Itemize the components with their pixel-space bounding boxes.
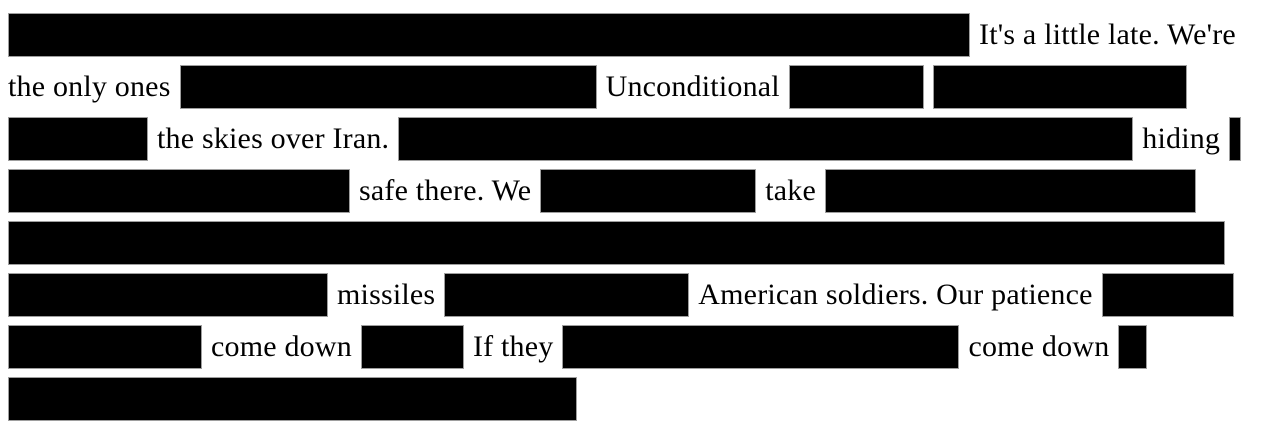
redaction-bar[interactable] [540, 169, 757, 213]
poem-text: come down [968, 330, 1110, 363]
redaction-bar[interactable] [360, 325, 464, 369]
redaction-bar[interactable] [444, 273, 690, 317]
redaction-bar[interactable] [788, 65, 924, 109]
poem-line: missiles American soldiers. Our patience [8, 269, 1270, 321]
poem-text: Unconditional [605, 70, 780, 103]
poem-text: come down [211, 330, 352, 363]
poem-line [8, 217, 1270, 269]
redaction-bar[interactable] [8, 169, 350, 213]
redaction-bar[interactable] [8, 117, 148, 161]
poem-text: American soldiers. Our patience [698, 278, 1093, 311]
poem-line: safe there. We take [8, 165, 1270, 217]
poem-text: missiles [337, 278, 436, 311]
redaction-bar[interactable] [398, 117, 1134, 161]
poem-text: It's a little late. We're [979, 18, 1236, 51]
redaction-bar[interactable] [8, 273, 328, 317]
redaction-bar[interactable] [8, 325, 202, 369]
poem-text: the only ones [8, 70, 171, 103]
poem-text: safe there. We [359, 174, 532, 207]
redaction-bar[interactable] [8, 221, 1225, 265]
poem-line: It's a little late. We're [8, 9, 1270, 61]
redaction-bar[interactable] [8, 377, 577, 421]
poem-text: hiding [1142, 122, 1221, 155]
redaction-bar[interactable] [179, 65, 597, 109]
poem-line: the skies over Iran. hiding [8, 113, 1270, 165]
redaction-bar[interactable] [1118, 325, 1148, 369]
redaction-bar[interactable] [8, 13, 970, 57]
poem-line: come down If they come down [8, 321, 1270, 373]
redaction-bar[interactable] [562, 325, 960, 369]
text-cursor [1229, 117, 1242, 161]
redaction-bar[interactable] [825, 169, 1197, 213]
poem-text: take [765, 174, 817, 207]
redaction-bar[interactable] [932, 65, 1187, 109]
poem-text: If they [472, 330, 554, 363]
redaction-bar[interactable] [1101, 273, 1234, 317]
poem-text: the skies over Iran. [157, 122, 390, 155]
poem-line: the only ones Unconditional [8, 61, 1270, 113]
poem-line [8, 373, 1270, 425]
